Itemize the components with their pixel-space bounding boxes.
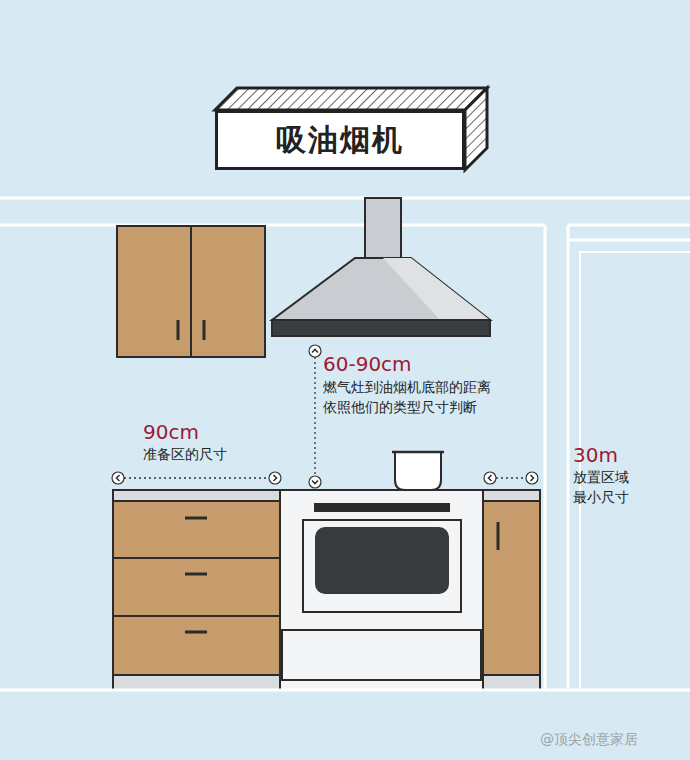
dimension-line: [314, 357, 315, 476]
ceiling-line: [0, 224, 545, 227]
upper-cabinet-door: [191, 226, 265, 357]
watermark: @顶尖创意家居: [540, 731, 638, 749]
dimension-value: 90cm: [143, 420, 199, 444]
dimension-value: 30m: [573, 443, 618, 467]
plinth: [483, 675, 540, 690]
dimension-end: [269, 472, 281, 484]
dimension-line: [124, 477, 269, 478]
floor-line: [0, 689, 690, 692]
box-top-face: [215, 88, 487, 110]
dimension-note: 准备区的尺寸: [143, 446, 227, 464]
dimension-end: [112, 472, 124, 484]
handle: [185, 631, 207, 634]
hood-lip: [272, 320, 490, 336]
handle: [497, 522, 500, 550]
box-title: 吸油烟机: [276, 120, 404, 161]
wall-edge: [567, 225, 570, 690]
side-cabinet: [483, 501, 540, 675]
drawer: [113, 501, 280, 558]
dimension-note: 燃气灶到油烟机底部的距离 依照他们的类型尺寸判断: [323, 378, 491, 417]
drawer: [113, 616, 280, 675]
dimension-end: [309, 476, 321, 488]
dimension-end: [484, 472, 496, 484]
handle: [177, 320, 180, 340]
dimension-note: 放置区域 最小尺寸: [573, 468, 629, 507]
pot-rim: [392, 451, 444, 454]
ceiling-line: [0, 197, 690, 200]
pot: [395, 452, 441, 490]
ceiling-line: [568, 224, 690, 227]
handle: [185, 517, 207, 520]
dimension-end: [309, 345, 321, 357]
hood-chimney: [365, 198, 401, 258]
upper-cabinet-door: [117, 226, 191, 357]
plinth: [113, 675, 280, 690]
wall-edge: [544, 225, 547, 690]
box-side-face: [465, 88, 487, 170]
hood-canopy: [272, 258, 490, 320]
stove: [280, 490, 483, 690]
countertop: [483, 490, 540, 501]
dimension-line: [496, 477, 526, 478]
oven-handle: [314, 503, 450, 512]
countertop: [113, 490, 280, 501]
dimension-value: 60-90cm: [323, 352, 412, 376]
drawer: [113, 558, 280, 616]
handle: [203, 320, 206, 340]
dimension-end: [526, 472, 538, 484]
door-frame: [568, 239, 690, 242]
oven-window: [315, 527, 449, 594]
stove-drawer: [282, 630, 481, 680]
oven-door: [303, 520, 461, 612]
hood-highlight: [383, 258, 490, 320]
title-box: 吸油烟机: [215, 110, 465, 170]
handle: [185, 573, 207, 576]
